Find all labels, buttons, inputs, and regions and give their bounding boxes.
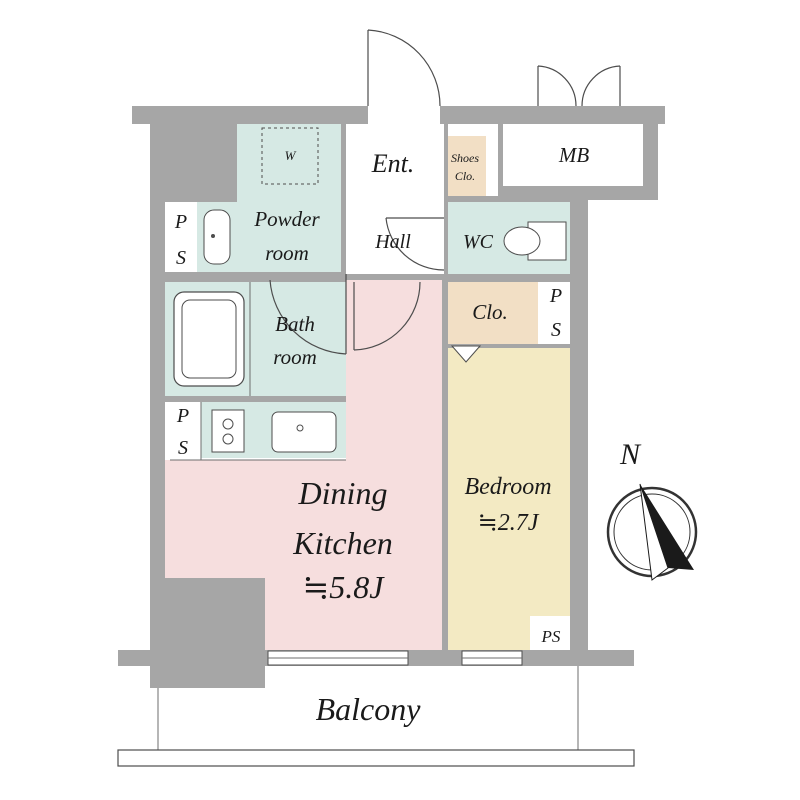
closet-area: [448, 282, 538, 344]
compass: [606, 483, 698, 581]
sink-icon: [271, 411, 337, 453]
kitchen-ps-label-p: P: [176, 405, 189, 427]
washer-label: W: [285, 148, 297, 163]
wall-closet-bottom: [448, 344, 570, 348]
balcony-label: Balcony: [316, 691, 422, 727]
wc-label: WC: [463, 231, 494, 253]
meter-box-label: MB: [558, 143, 589, 167]
wall-north-mid: [440, 106, 502, 124]
front-door: [367, 29, 441, 107]
powder-room-label-line1: Powder: [253, 207, 320, 231]
bedroom-ps-label: PS: [541, 627, 561, 646]
entrance-area: [346, 124, 444, 196]
bedroom-size: ≒2.7J: [478, 510, 540, 536]
meter-box-wall: [498, 106, 665, 200]
wc-door: [385, 217, 445, 271]
wall-entry-divider: [341, 124, 346, 280]
mb-door-left: [537, 65, 577, 107]
closet-label: Clo.: [472, 300, 508, 324]
wall-hall-bottom: [346, 274, 444, 280]
powder-ps-label-s: S: [176, 247, 186, 269]
bedroom-label: Bedroom: [464, 474, 551, 500]
powder-ps-area: [165, 202, 197, 272]
wall-bedroom-divider: [442, 280, 448, 652]
hall-area: [346, 202, 444, 274]
wall-east: [570, 196, 588, 654]
compass-north-label: N: [619, 438, 642, 471]
powder-ps-label-p: P: [174, 211, 187, 233]
kitchen-ps-label-s: S: [178, 437, 188, 459]
windows: [267, 650, 523, 666]
labels: W Powder room Ent. Shoes Clo. MB Hall WC…: [174, 143, 642, 727]
kitchen-ps-area: [165, 400, 201, 462]
bathtub-icon: [173, 291, 245, 387]
powder-door: [269, 274, 347, 355]
meter-box-area: [503, 124, 643, 186]
wall-powder-bottom: [165, 272, 346, 282]
bedroom-area: [448, 346, 570, 650]
hall-dk-door: [353, 281, 421, 351]
closet-ps-area: [542, 282, 570, 344]
shoes-closet-label-line2: Clo.: [455, 169, 475, 183]
washbasin-icon: [203, 209, 231, 265]
closet-ps-label-p: P: [549, 285, 562, 307]
hall-label: Hall: [374, 231, 411, 253]
bath-room-label-line1: Bath: [275, 312, 315, 336]
fixtures: [170, 127, 567, 461]
mb-door-right: [581, 65, 621, 107]
wall-entry-right: [444, 124, 448, 346]
balcony-railing: [117, 749, 635, 767]
bedroom-ps-area: [530, 616, 570, 650]
entrance-label: Ent.: [371, 149, 415, 178]
closet-ps-label-s: S: [551, 319, 561, 341]
bath-room-label-line2: room: [273, 345, 317, 369]
powder-room-area: [237, 124, 341, 272]
doors: [269, 29, 621, 363]
dining-kitchen-size: ≒5.8J: [302, 569, 385, 605]
wall-wc-top: [448, 196, 570, 202]
stove-icon: [211, 409, 245, 453]
dining-kitchen-area: [165, 280, 442, 650]
closet-door: [450, 345, 482, 363]
powder-room-label-line2: room: [265, 241, 309, 265]
washer-icon: [261, 127, 319, 185]
balcony: [117, 666, 635, 767]
wall-bath-bottom: [165, 396, 346, 402]
shoes-closet-label-line1: Shoes: [451, 151, 479, 165]
dining-kitchen-label-line2: Kitchen: [292, 525, 393, 561]
wall-wc-bottom: [448, 274, 570, 282]
shoes-closet-area: [444, 136, 486, 196]
dining-kitchen-label-line1: Dining: [298, 475, 388, 511]
